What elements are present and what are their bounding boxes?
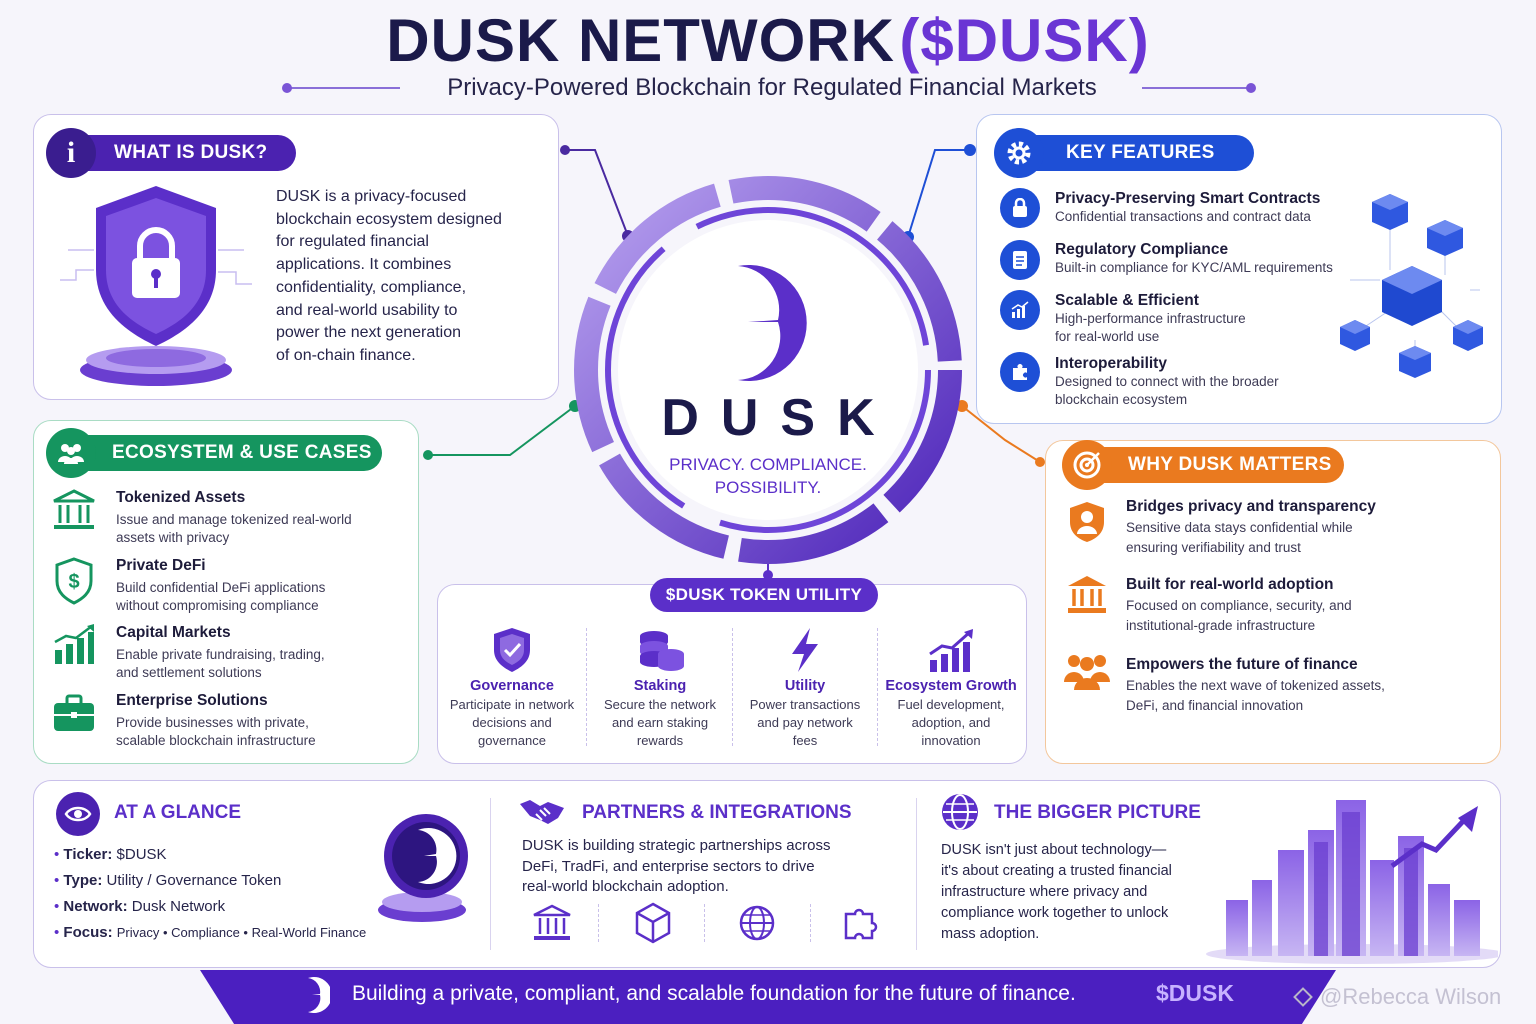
key-features-pill: KEY FEATURES <box>1016 135 1254 171</box>
feature-item-4: Interoperability Designed to connect wit… <box>1055 355 1279 407</box>
why-matters-title: WHY DUSK MATTERS <box>1128 454 1332 475</box>
chart-icon <box>1000 290 1040 330</box>
partner-divider-1 <box>598 904 599 942</box>
at-a-glance-title: AT A GLANCE <box>114 802 242 823</box>
partner-bank-icon <box>533 904 571 940</box>
growth-chart-icon <box>929 629 973 672</box>
partners-text: DUSK is building strategic partnerships … <box>522 837 831 895</box>
lightning-icon <box>792 628 818 672</box>
footer-tagline: Building a private, compliant, and scala… <box>352 982 1076 1005</box>
what-is-pill: WHAT IS DUSK? <box>66 135 296 171</box>
center-tagline-2: POSSIBILITY. <box>714 478 822 497</box>
what-is-title: WHAT IS DUSK? <box>114 142 268 163</box>
shield-person-icon <box>1070 502 1104 542</box>
coins-icon <box>640 631 684 671</box>
subtitle-line-right <box>1142 87 1250 89</box>
watermark: @Rebecca Wilson <box>1293 984 1502 1010</box>
token-utility-title: $DUSK TOKEN UTILITY <box>665 585 863 604</box>
dusk-logo-icon <box>738 265 807 381</box>
use-case-item-1: Tokenized Assets Issue and manage tokeni… <box>116 489 352 545</box>
why-matters-pill: WHY DUSK MATTERS <box>1084 447 1344 483</box>
page-header: DUSK NETWORK ($DUSK) <box>0 6 1536 75</box>
institution-icon <box>1068 576 1106 613</box>
partner-divider-2 <box>704 904 705 942</box>
ecosystem-pill: ECOSYSTEM & USE CASES <box>66 435 382 471</box>
subtitle: Privacy-Powered Blockchain for Regulated… <box>447 74 1097 101</box>
why-item-1: Bridges privacy and transparency Sensiti… <box>1126 498 1376 555</box>
puzzle-icon <box>1000 352 1040 392</box>
glance-row-type: • Type: Utility / Governance Token <box>54 872 282 889</box>
glance-row-ticker: • Ticker: $DUSK <box>54 846 167 863</box>
subtitle-line-left <box>286 87 400 89</box>
handshake-icon <box>520 800 564 824</box>
page-title-ticker: ($DUSK) <box>899 7 1150 74</box>
partners-title: PARTNERS & INTEGRATIONS <box>582 802 852 823</box>
ecosystem-card <box>33 420 419 764</box>
glance-row-focus: • Focus: Privacy • Compliance • Real-Wor… <box>54 924 367 941</box>
why-item-3: Empowers the future of finance Enables t… <box>1126 656 1385 713</box>
what-is-text: DUSK is a privacy-focused blockchain eco… <box>276 188 502 364</box>
utility-item-ecosystem-growth: Ecosystem Growth Fuel development, adopt… <box>885 678 1017 748</box>
document-icon <box>1000 240 1040 280</box>
footer-moon-icon <box>308 977 330 1013</box>
dollar-shield-icon: $ <box>55 557 93 605</box>
bigger-picture-text: DUSK isn't just about technology— it's a… <box>941 842 1172 942</box>
use-case-item-4: Enterprise Solutions Provide businesses … <box>116 692 316 748</box>
glance-row-network: • Network: Dusk Network <box>54 898 226 915</box>
why-item-2: Built for real-world adoption Focused on… <box>1126 576 1352 633</box>
cube-icon <box>635 902 671 944</box>
utility-item-utility: Utility Power transactions and pay netwo… <box>749 678 861 748</box>
partner-puzzle-icon <box>844 908 878 940</box>
gear-icon <box>994 128 1044 178</box>
community-icon <box>46 428 96 478</box>
utility-divider-2 <box>732 628 733 746</box>
utility-item-governance: Governance Participate in network decisi… <box>449 678 575 748</box>
utility-item-staking: Staking Secure the network and earn stak… <box>603 678 716 748</box>
watermark-diamond-icon <box>1293 987 1313 1007</box>
ecosystem-title: ECOSYSTEM & USE CASES <box>112 442 372 463</box>
dusk-coin-icon <box>378 814 468 922</box>
subtitle-dot-left <box>282 83 292 93</box>
token-utility-pill: $DUSK TOKEN UTILITY <box>650 578 878 612</box>
feature-item-3: Scalable & Efficient High-performance in… <box>1055 292 1246 344</box>
why-matters-card <box>1045 440 1501 764</box>
people-icon <box>1064 655 1110 690</box>
svg-text:$: $ <box>68 571 79 593</box>
center-tagline-1: PRIVACY. COMPLIANCE. <box>669 455 867 474</box>
key-features-title: KEY FEATURES <box>1066 142 1215 163</box>
center-brand: DUSK <box>661 389 897 447</box>
shield-check-icon <box>494 628 530 672</box>
utility-divider-3 <box>877 628 878 746</box>
page-title: DUSK NETWORK <box>386 7 895 74</box>
at-a-glance-list: • Ticker: $DUSK • Type: Utility / Govern… <box>54 842 394 946</box>
utility-divider-1 <box>586 628 587 746</box>
bank-icon <box>53 489 95 529</box>
partner-divider-3 <box>810 904 811 942</box>
globe-network-icon <box>942 794 978 830</box>
use-case-item-3: Capital Markets Enable private fundraisi… <box>116 624 325 680</box>
city-skyline-icon <box>1206 800 1498 964</box>
subtitle-dot-right <box>1246 83 1256 93</box>
eye-icon <box>56 792 100 836</box>
bar-chart-icon <box>54 624 94 664</box>
footer-banner <box>200 970 1336 1024</box>
watermark-text: @Rebecca Wilson <box>1320 984 1502 1009</box>
footer-ticker: $DUSK <box>1156 980 1234 1006</box>
use-case-item-2: Private DeFi Build confidential DeFi app… <box>116 557 326 613</box>
globe-icon <box>739 905 775 941</box>
feature-item-1: Privacy-Preserving Smart Contracts Confi… <box>1055 190 1321 224</box>
feature-item-2: Regulatory Compliance Built-in complianc… <box>1055 241 1333 275</box>
bigger-picture-title: THE BIGGER PICTURE <box>994 802 1201 823</box>
bottom-divider-1 <box>490 798 491 950</box>
shield-lock-icon <box>60 186 252 386</box>
target-icon <box>1062 440 1112 490</box>
info-icon: i <box>46 128 96 178</box>
lock-icon <box>1000 188 1040 228</box>
briefcase-icon <box>54 694 94 731</box>
bottom-divider-2 <box>916 798 917 950</box>
blockchain-cubes-icon <box>1340 194 1483 378</box>
